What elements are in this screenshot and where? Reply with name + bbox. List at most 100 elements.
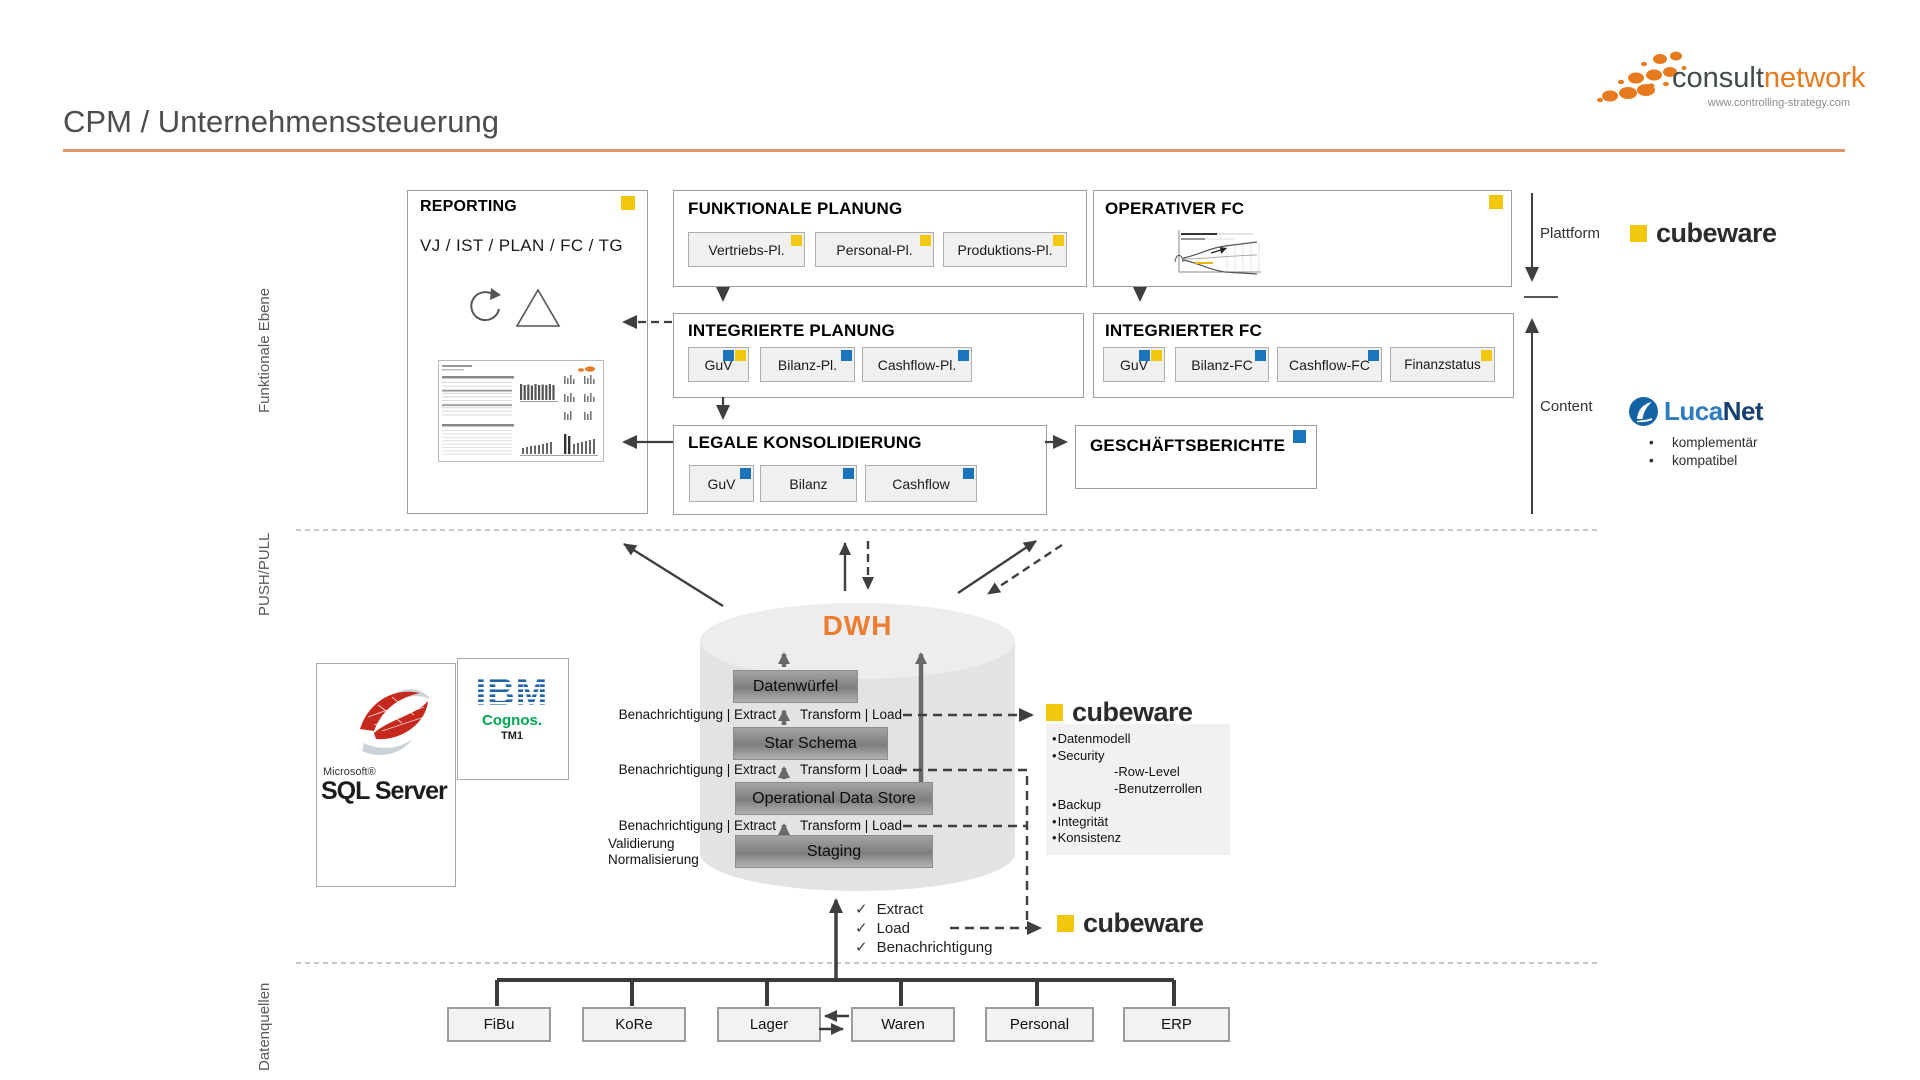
chip-bilanz: Bilanz [760,465,857,502]
etl-left: Benachrichtigung | Extract [618,707,776,722]
chip-label: Cashflow [892,475,950,492]
yellow-badge [791,235,802,246]
brand-consult: consult [1672,62,1764,94]
dwh-layer-ods: Operational Data Store [735,782,933,815]
lucanet-luca: Luca [1664,396,1723,426]
source-erp: ERP [1123,1007,1230,1042]
dwh-layer-staging: Staging [735,835,933,868]
blue-badge [958,350,969,361]
brand-network: network [1763,62,1866,94]
panel-item: Security [1052,748,1220,765]
operativer-fc-yellow-badge [1489,195,1503,209]
checklist-item: Benachrichtigung [855,938,993,957]
forecast-funnel-chart [1174,230,1261,275]
yellow-badge [1053,235,1064,246]
blue-badge [841,350,852,361]
sql-server-swoosh-icon [360,689,430,755]
etl-right: Transform | Load [800,707,903,722]
cubeware-logo-rail: cubeware [1630,218,1777,249]
content-label: Content [1540,398,1593,415]
chip-label: Bilanz-Pl. [777,356,838,373]
chip-bilanz-fc: Bilanz-FC [1175,347,1269,382]
sql-server-label: SQL Server [321,777,448,805]
page-title: CPM / Unternehmenssteuerung [63,104,499,139]
title-rule [63,149,1845,152]
side-label-datenquellen: Datenquellen [256,982,273,1071]
etl-row-1: Benachrichtigung | Extract Transform | Lo… [600,707,902,722]
chip-guv-fc: GuV [1103,347,1165,382]
cubeware-logo-mid: cubeware [1046,697,1193,728]
chip-label: Bilanz [789,475,828,492]
dwh-layer-datenwuerfel: Datenwürfel [733,670,858,703]
chip-label: Finanzstatus [1404,357,1481,372]
lucanet-bullets: komplementär kompatibel [1646,434,1758,470]
etl-right: Transform | Load [800,818,903,833]
reporting-subtitle: VJ / IST / PLAN / FC / TG [420,236,624,255]
yellow-badge [735,350,746,361]
chip-label: Personal-Pl. [836,241,913,258]
cubeware-wordmark: cubeware [1083,908,1204,938]
chip-cashflow: Cashflow [865,465,977,502]
blue-badge [1139,350,1150,361]
etl-checklist: Extract Load Benachrichtigung [855,900,993,957]
yellow-badge [1481,350,1492,361]
brand-url: www.controlling-strategy.com [1707,97,1850,109]
cubeware-square-icon [1046,704,1063,721]
chip-label: Cashflow-Pl. [877,356,957,373]
chip-finanzstatus: Finanzstatus [1390,347,1495,382]
checklist-item: Extract [855,900,993,919]
source-kore: KoRe [582,1007,686,1042]
panel-item: -Benutzerrollen [1114,780,1203,796]
cubeware-square-icon [1630,225,1647,242]
cubeware-feature-panel: Datenmodell Security -Row-Level -Benutze… [1046,724,1230,855]
chip-label: Bilanz-FC [1191,356,1253,373]
operativer-fc-title: OPERATIVER FC [1105,199,1245,218]
etl-right: Transform | Load [800,762,903,777]
checklist-item: Load [855,919,993,938]
chip-label: Produktions-Pl. [957,241,1053,258]
side-label-push-pull: PUSH/PULL [256,532,273,616]
yellow-badge [920,235,931,246]
blue-badge [1255,350,1266,361]
chip-guv-konsolidierung: GuV [689,465,754,502]
geschaeftsberichte-title: GESCHÄFTSBERICHTE [1090,436,1286,455]
reporting-title: REPORTING [420,198,517,215]
blue-badge [963,468,974,479]
chip-cashflow-pl: Cashflow-Pl. [862,347,972,382]
chip-label: GuV [707,475,736,492]
geschaeftsberichte-blue-badge [1293,430,1306,443]
chip-cashflow-fc: Cashflow-FC [1277,347,1382,382]
source-lager: Lager [717,1007,821,1042]
panel-item: -Row-Level [1114,764,1180,779]
funktionale-planung-title: FUNKTIONALE PLANUNG [688,199,903,218]
source-personal: Personal [985,1007,1094,1042]
panel-item: Backup [1052,797,1220,814]
lucanet-bullet: kompatibel [1646,452,1758,470]
reporting-yellow-badge [621,196,635,210]
dwh-layer-star-schema: Star Schema [733,727,888,760]
panel-item: Integrität [1052,814,1220,831]
delta-triangle-icon [515,288,561,327]
etl-left: Benachrichtigung | Extract [618,818,776,833]
chip-personal-pl: Personal-Pl. [815,232,934,267]
consultnetwork-dots-icon [1597,51,1687,103]
lucanet-icon [1629,397,1658,426]
legale-konsolidierung-title: LEGALE KONSOLIDIERUNG [688,433,922,452]
blue-badge [843,468,854,479]
source-waren: Waren [851,1007,955,1042]
chip-bilanz-pl: Bilanz-Pl. [760,347,855,382]
cubeware-wordmark: cubeware [1656,218,1777,248]
chip-label: Cashflow-FC [1289,356,1370,373]
yellow-badge [1151,350,1162,361]
integrierter-fc-title: INTEGRIERTER FC [1105,321,1262,340]
plattform-label: Plattform [1540,225,1601,242]
chip-label: Vertriebs-Pl. [708,241,785,258]
chip-guv-planung: GuV [688,347,749,382]
source-fibu: FiBu [447,1007,551,1042]
chip-produktions-pl: Produktions-Pl. [943,232,1067,267]
operativer-fc-box [1093,190,1512,287]
blue-badge [1368,350,1379,361]
geschaeftsberichte-box [1075,425,1317,489]
blue-badge [723,350,734,361]
